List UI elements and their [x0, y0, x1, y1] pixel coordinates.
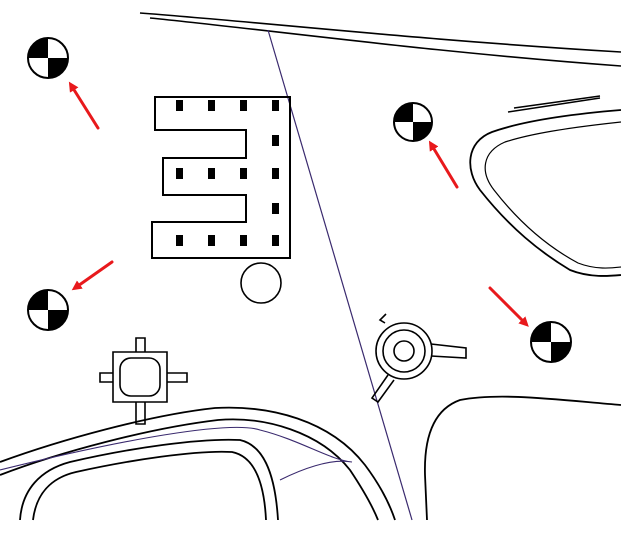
window-opening-inner [484, 121, 621, 269]
arrow-lower-left [71, 260, 114, 291]
square-fitting [99, 337, 188, 425]
target-lower-left [27, 289, 69, 331]
fastener-holes [176, 100, 279, 246]
checkered-target-icon [27, 289, 69, 331]
door-window-outline [0, 406, 396, 521]
diagonal-seam-line [267, 29, 413, 521]
hinge-fitting [370, 313, 467, 404]
checkered-target-icon [393, 102, 433, 142]
checkered-target-icon [530, 321, 572, 363]
roof-edge [139, 12, 621, 67]
target-upper-left [27, 37, 69, 79]
arrow-lower-right [488, 286, 529, 327]
target-upper-right [393, 102, 433, 142]
slanted-strip [507, 95, 601, 113]
window-opening-right [469, 109, 621, 277]
round-hole [240, 262, 282, 304]
checkered-target-icon [27, 37, 69, 79]
target-lower-right [530, 321, 572, 363]
door-trim-seam [0, 426, 353, 481]
arrow-upper-left [68, 81, 100, 130]
e-shaped-panel [151, 96, 291, 259]
lower-right-contour [424, 395, 621, 521]
arrow-upper-right [428, 140, 459, 189]
